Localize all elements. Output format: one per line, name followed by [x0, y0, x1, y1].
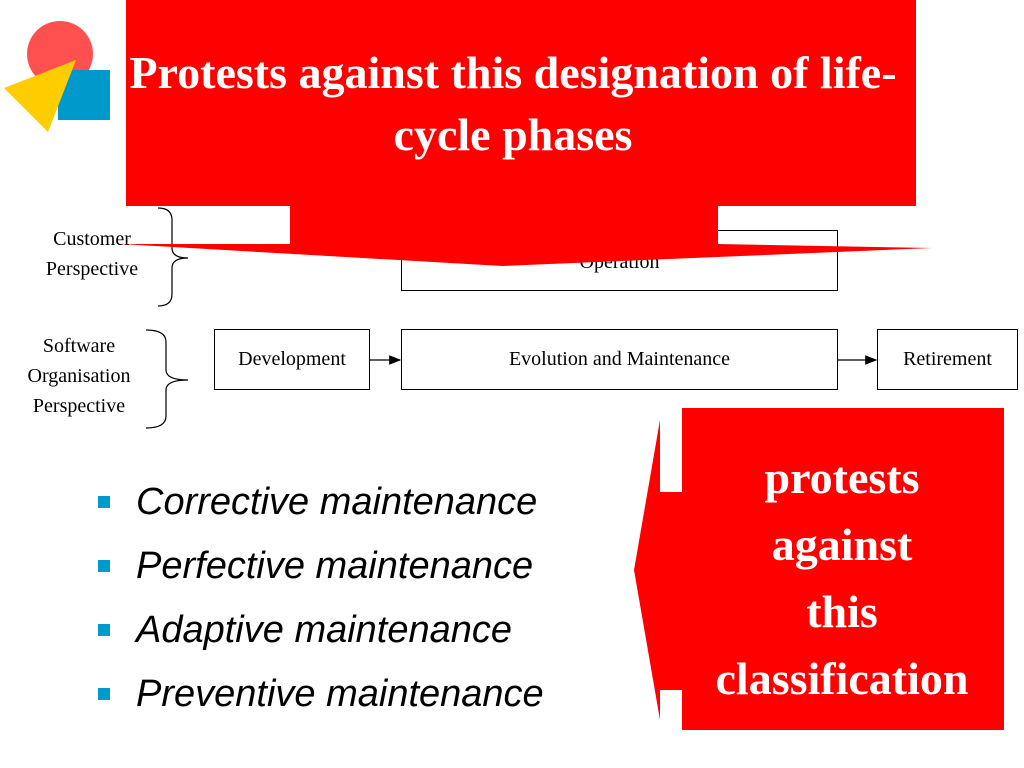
development-box: Development — [214, 329, 370, 390]
list-item: Preventive maintenance — [98, 662, 544, 726]
bullet-text: Corrective maintenance — [136, 480, 538, 523]
bullet-text: Perfective maintenance — [136, 544, 534, 587]
list-item: Perfective maintenance — [98, 534, 544, 598]
right-callout-line-2: against — [771, 519, 913, 570]
right-callout-shape — [634, 408, 1004, 730]
bullet-text: Preventive maintenance — [136, 672, 544, 715]
retirement-label: Retirement — [903, 348, 992, 370]
right-callout-line-1: protests — [764, 452, 920, 503]
bullet-text: Adaptive maintenance — [136, 608, 513, 651]
software-perspective-line-3: Perspective — [32, 395, 126, 417]
customer-perspective-line-1: Customer — [53, 228, 131, 250]
maintenance-types-list: Corrective maintenance Perfective mainte… — [98, 470, 544, 726]
retirement-box: Retirement — [877, 329, 1018, 390]
top-callout-shape — [120, 0, 932, 266]
evolution-maintenance-label: Evolution and Maintenance — [508, 348, 731, 370]
customer-perspective-line-2: Perspective — [45, 258, 139, 280]
list-item: Corrective maintenance — [98, 470, 544, 534]
list-item: Adaptive maintenance — [98, 598, 544, 662]
decorative-shapes-logo — [4, 21, 110, 132]
square-bullet-icon — [98, 688, 110, 700]
right-callout-line-3: this — [806, 586, 878, 637]
right-callout-line-4: classification — [715, 653, 969, 704]
development-label: Development — [238, 348, 346, 370]
top-callout-title: Protests against this designation of lif… — [129, 47, 897, 160]
customer-perspective-label: Customer Perspective — [22, 224, 162, 284]
square-bullet-icon — [98, 624, 110, 636]
software-perspective-line-1: Software — [42, 335, 116, 357]
square-bullet-icon — [98, 496, 110, 508]
software-perspective-line-2: Organisation — [27, 365, 131, 387]
square-bullet-icon — [98, 560, 110, 572]
software-organisation-perspective-label: Software Organisation Perspective — [4, 331, 154, 421]
right-callout-text: protests against this classification — [680, 444, 1004, 712]
evolution-maintenance-box: Evolution and Maintenance — [401, 329, 838, 390]
